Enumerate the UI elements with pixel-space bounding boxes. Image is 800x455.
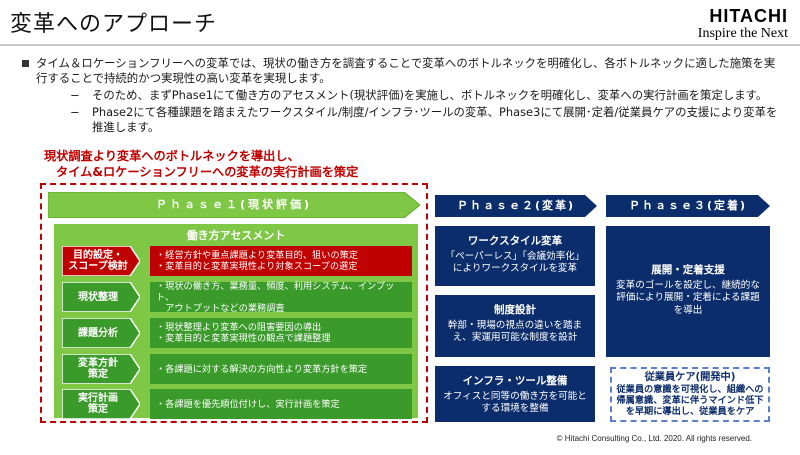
bullet-sub-2-text: Phase2にて各種課題を踏まえたワークスタイル/制度/インフラ･ツールの変革、… <box>92 105 778 134</box>
assessment-step-description: ・各課題に対する解決の方向性より変革方針を策定 <box>150 354 412 384</box>
workstyle-title: ワークスタイル変革 <box>467 235 563 247</box>
dash-marker: − <box>70 105 80 119</box>
assessment-step-description: ・現状整理より変革への阻害要因の導出・変革目的と変革実現性の観点で課題整理 <box>150 318 412 348</box>
phase1-callout: 現状調査より変革へのボトルネックを導出し、 タイム&ロケーションフリーへの変革の… <box>44 148 358 180</box>
assessment-title: 働き方アセスメント <box>186 229 286 242</box>
description-line: ・各課題を優先順位付けし、実行計画を策定 <box>156 398 340 410</box>
assessment-step-tag: 変革方針 策定 <box>62 354 140 384</box>
bullet-sub-1: − そのため、まずPhase1にて働き方のアセスメント(現状評価)を実施し、ボト… <box>22 88 784 103</box>
hitachi-logo: HITACHI Inspire the Next <box>698 6 788 42</box>
assessment-step-tag: 実行計画 策定 <box>62 389 140 419</box>
phase1-header: Ｐｈａｓｅ１(現状評価) <box>47 191 421 219</box>
employee-care-title: 従業員ケア(開発中) <box>644 372 736 383</box>
assessment-row: 課題分析 ・現状整理より変革への阻害要因の導出・変革目的と変革実現性の観点で課題整… <box>62 318 412 348</box>
infra-tools-text: オフィスと同等の働き方を可能とする環境を整備 <box>443 390 587 415</box>
employee-care-text: 従業員の意識を可視化し、組織への帰属意識、変革に伴うマインド低下を早期に導出し、… <box>616 384 764 417</box>
description-line: ・現状の働き方、業務量、頻度、利用システム、インプット、 <box>156 280 395 303</box>
assessment-step-label: 実行計画 策定 <box>78 393 118 415</box>
callout-line-2: タイム&ロケーションフリーへの変革の実行計画を策定 <box>56 165 359 179</box>
description-line: ・変革目的と変革実現性より対象スコープの選定 <box>156 261 358 272</box>
phase1-arrow-shape <box>47 191 421 219</box>
step-arrow-shape <box>62 246 140 276</box>
infra-tools-box: インフラ・ツール整備 オフィスと同等の働き方を可能とする環境を整備 <box>435 366 595 422</box>
assessment-row: 目的設定・ スコープ検討・経営方針や重点課題より変革目的、狙いの策定・変革目的と… <box>62 246 412 276</box>
deployment-box: 展開・定着支援 変革のゴールを設定し、継続的な評価により展開・定着による課題を導… <box>606 226 770 357</box>
title-divider <box>0 44 800 46</box>
copyright: © Hitachi Consulting Co., Ltd. 2020. All… <box>556 434 752 443</box>
assessment-step-label: 課題分析 <box>78 327 118 339</box>
assessment-step-tag: 課題分析 <box>62 318 140 348</box>
system-design-text: 幹部・現場の視点の違いを踏まえ、実運用可能な制度を設計 <box>447 319 583 344</box>
callout-line-1: 現状調査より変革へのボトルネックを導出し、 <box>44 149 300 163</box>
phase1-label: Ｐｈａｓｅ１(現状評価) <box>155 198 313 211</box>
dash-marker: − <box>70 88 80 102</box>
infra-tools-title: インフラ・ツール整備 <box>462 375 568 387</box>
step-arrow-shape <box>62 282 140 312</box>
logo-brand: HITACHI <box>709 6 788 26</box>
logo-tagline: Inspire the Next <box>697 26 788 41</box>
workstyle-text: 「ペーパーレス」「会議効率化」によりワークスタイルを変革 <box>445 250 585 275</box>
description-line: ・経営方針や重点課題より変革目的、狙いの策定 <box>156 250 358 261</box>
assessment-step-description: ・現状の働き方、業務量、頻度、利用システム、インプット、 アウトプットなどの業務… <box>150 280 412 314</box>
assessment-step-tag: 目的設定・ スコープ検討 <box>62 246 140 276</box>
description-line: ・現状整理より変革への阻害要因の導出 <box>156 322 322 333</box>
description-line: ・変革目的と変革実現性の観点で課題整理 <box>156 333 331 344</box>
system-design-box: 制度設計 幹部・現場の視点の違いを踏まえ、実運用可能な制度を設計 <box>435 295 595 357</box>
assessment-step-description: ・経営方針や重点課題より変革目的、狙いの策定・変革目的と変革実現性より対象スコー… <box>150 246 412 276</box>
bullet-sub-1-text: そのため、まずPhase1にて働き方のアセスメント(現状評価)を実施し、ボトルネ… <box>92 88 768 102</box>
assessment-panel: 働き方アセスメント 目的設定・ スコープ検討・経営方針や重点課題より変革目的、狙… <box>54 224 418 419</box>
description-line: アウトプットなどの業務調査 <box>156 302 285 314</box>
step-arrow-shape <box>62 354 140 384</box>
step-arrow-shape <box>62 389 140 419</box>
deployment-text: 変革のゴールを設定し、継続的な評価により展開・定着による課題を導出 <box>616 279 760 316</box>
assessment-row: 現状整理 ・現状の働き方、業務量、頻度、利用システム、インプット、 アウトプットな… <box>62 280 412 314</box>
phase2-arrow-shape <box>435 195 597 217</box>
step-arrow-shape <box>62 318 140 348</box>
phase3-label: Ｐｈａｓｅ３(定着) <box>628 199 748 212</box>
description-line: ・各課題に対する解決の方向性より変革方針を策定 <box>156 363 368 375</box>
phase2-label: Ｐｈａｓｅ２(変革) <box>456 199 576 212</box>
assessment-row: 実行計画 策定 ・各課題を優先順位付けし、実行計画を策定 <box>62 389 412 419</box>
assessment-step-label: 現状整理 <box>78 291 118 303</box>
page-title: 変革へのアプローチ <box>10 12 218 37</box>
deployment-title: 展開・定着支援 <box>651 264 725 276</box>
phase3-header: Ｐｈａｓｅ３(定着) <box>606 195 770 217</box>
employee-care-box: 従業員ケア(開発中) 従業員の意識を可視化し、組織への帰属意識、変革に伴うマイン… <box>610 367 770 422</box>
assessment-step-label: 変革方針 策定 <box>78 358 118 380</box>
system-design-title: 制度設計 <box>494 304 536 316</box>
phase3-arrow-shape <box>606 195 770 217</box>
intro-bullets: タイム＆ロケーションフリーへの変革では、現状の働き方を調査することで変革へのボト… <box>22 56 784 135</box>
bullet-sub-2: − Phase2にて各種課題を踏まえたワークスタイル/制度/インフラ･ツールの変… <box>22 105 784 135</box>
bullet-main: タイム＆ロケーションフリーへの変革では、現状の働き方を調査することで変革へのボト… <box>22 56 784 86</box>
assessment-step-description: ・各課題を優先順位付けし、実行計画を策定 <box>150 389 412 419</box>
phase1-highlight-frame <box>40 183 428 423</box>
assessment-row: 変革方針 策定 ・各課題に対する解決の方向性より変革方針を策定 <box>62 354 412 384</box>
assessment-step-label: 目的設定・ スコープ検討 <box>68 250 128 272</box>
phase2-header: Ｐｈａｓｅ２(変革) <box>435 195 597 217</box>
workstyle-box: ワークスタイル変革 「ペーパーレス」「会議効率化」によりワークスタイルを変革 <box>435 226 595 286</box>
assessment-step-tag: 現状整理 <box>62 282 140 312</box>
